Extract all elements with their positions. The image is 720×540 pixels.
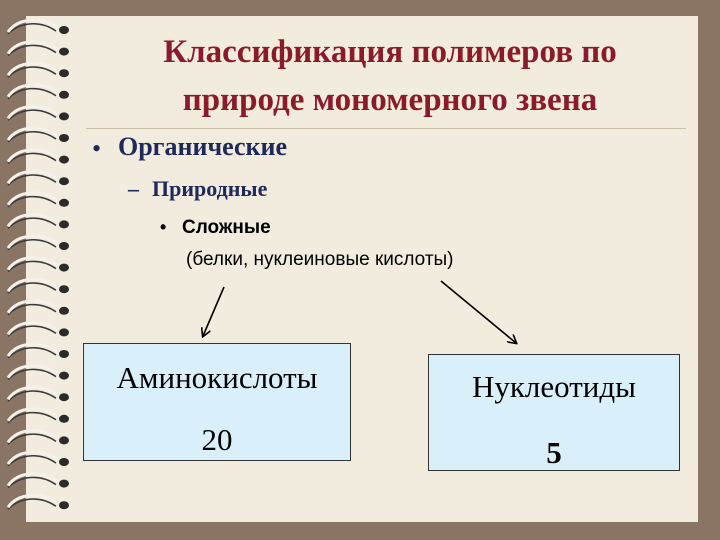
spiral-ring-icon [6,385,69,402]
spiral-ring-icon [6,126,69,143]
slide-title-line-2: природе мономерного звена [182,82,598,118]
spiral-ring-icon [6,191,69,208]
dash-marker: – [128,176,139,201]
spiral-ring-icon [6,213,69,229]
spiral-ring-icon [6,407,69,424]
spiral-ring-icon [6,429,69,445]
spiral-ring-icon [6,18,69,35]
spiral-ring-icon [6,364,69,381]
spiral-ring-icon [6,472,69,489]
spiral-ring-icon [6,105,69,121]
bullet-marker: • [92,134,102,163]
amino-acids-label: Аминокислоты [116,360,318,395]
bullet-natural: Природные [152,176,268,201]
spiral-ring-icon [6,299,69,316]
nucleotides-label: Нуклеотиды [471,369,636,404]
spiral-ring-icon [6,169,69,186]
spiral-ring-icon [6,256,69,273]
nucleotides-count: 5 [546,435,562,470]
slide-title-line-1: Классификация полимеров по [163,34,617,70]
amino-acids-count: 20 [201,422,233,457]
spiral-ring-icon [6,277,69,294]
spiral-ring-icon [6,450,69,467]
spiral-ring-icon [6,342,69,359]
spiral-ring-icon [6,83,69,100]
title-divider [86,128,686,129]
spiral-ring-icon [6,148,69,165]
spiral-ring-icon [6,234,69,251]
bullet-marker: • [160,217,167,237]
spiral-ring-icon [6,61,69,78]
amino-acids-box: Аминокислоты 20 [83,343,351,461]
nucleotides-box: Нуклеотиды 5 [428,354,680,471]
bullet-organic: Органические [118,132,288,161]
spiral-ring-icon [6,493,69,510]
spiral-ring-icon [6,321,69,337]
spiral-ring-icon [6,40,69,57]
bullet-complex: Сложные [182,217,271,238]
spiral-binding [6,18,69,510]
bullet-complex-examples: (белки, нуклеиновые кислоты) [186,249,454,270]
